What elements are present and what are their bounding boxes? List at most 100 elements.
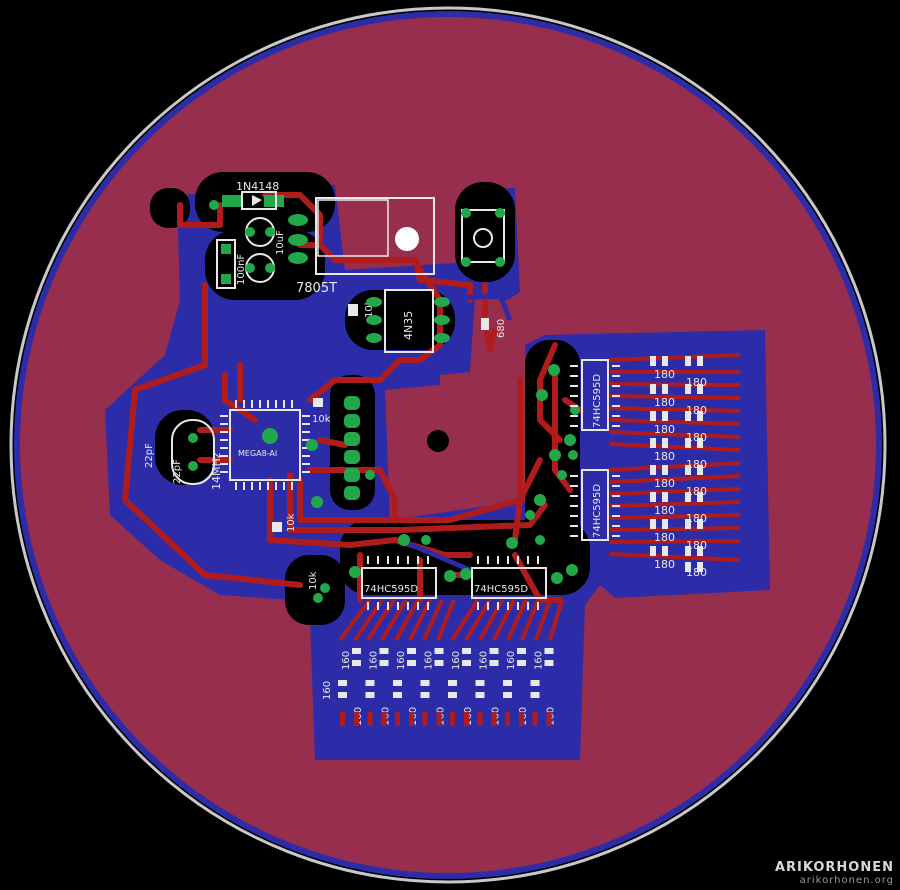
resistor-160-label: 160 bbox=[396, 651, 407, 670]
clearance-zones bbox=[105, 185, 770, 760]
resistor-160: 160 bbox=[369, 648, 389, 670]
resistor-180: 180 bbox=[650, 546, 675, 571]
cap-10uf: 10uF bbox=[245, 217, 286, 283]
resistor-10k-b-label: 10k bbox=[312, 414, 331, 425]
resistor-160: 160 bbox=[534, 648, 554, 670]
resistor-180-label: 180 bbox=[654, 368, 675, 381]
crystal-14mhz: 14MHz bbox=[171, 419, 223, 490]
pad-stub bbox=[395, 712, 400, 726]
pad-stub bbox=[505, 712, 510, 726]
watermark-name: ARIKORHONEN bbox=[774, 860, 894, 875]
cap-10uf-label: 10uF bbox=[275, 230, 286, 255]
isp-header bbox=[344, 396, 375, 500]
mounting-hole bbox=[427, 430, 449, 452]
regulator-7805t: 7805T bbox=[288, 197, 435, 296]
right-bank-traces bbox=[609, 353, 741, 562]
resistor-180: 180 bbox=[650, 411, 675, 436]
pad-stub bbox=[381, 712, 387, 726]
shift-register-2: 74HC595D bbox=[471, 556, 547, 610]
resistor-180 bbox=[685, 562, 703, 572]
shift-register-1: 74HC595D bbox=[361, 556, 437, 610]
opto-label: 4N35 bbox=[402, 311, 415, 340]
resistor-160: 160 bbox=[451, 648, 471, 670]
resistor-180-label: 180 bbox=[654, 450, 675, 463]
resistor-180: 180 bbox=[650, 492, 675, 517]
resistor-10k-c: 10k bbox=[272, 513, 297, 532]
shift-register-2-label: 74HC595D bbox=[474, 584, 528, 595]
board-edge bbox=[9, 6, 887, 884]
resistor-160: 160 bbox=[424, 648, 444, 670]
pad-stub bbox=[519, 712, 524, 726]
resistor-10k-a-label: 10k bbox=[364, 299, 375, 318]
resistor-180-label: 180 bbox=[654, 531, 675, 544]
resistor-160-label: 160 bbox=[322, 681, 333, 700]
right-resistor-bank: 1801801801801801801801801801801801801801… bbox=[650, 356, 707, 579]
resistor-180: 180 bbox=[650, 519, 675, 544]
resistor-160-label: 160 bbox=[479, 651, 490, 670]
pad-stub bbox=[409, 712, 414, 726]
diode-1n4148: 1N4148 bbox=[222, 180, 284, 210]
resistor-10k-d: 10k bbox=[308, 571, 330, 603]
resistor-10k-b: 10k bbox=[312, 398, 331, 425]
cap-22pf-a: 22pF bbox=[144, 443, 155, 468]
shift-register-3: 74HC595D bbox=[570, 359, 620, 431]
resistor-180-label: 180 bbox=[654, 504, 675, 517]
resistor-160-label: 160 bbox=[369, 651, 380, 670]
resistor-180: 180 bbox=[650, 356, 675, 381]
cap-100nf-label: 100nF bbox=[236, 254, 247, 285]
shift-register-4: 74HC595D bbox=[570, 469, 620, 541]
resistor-180-label: 180 bbox=[654, 396, 675, 409]
shift-register-1-label: 74HC595D bbox=[364, 584, 418, 595]
resistor-10k-a: 10k bbox=[348, 299, 375, 318]
cap-22pf-a-label: 22pF bbox=[144, 443, 155, 468]
opto-4n35: 4N35 bbox=[366, 289, 450, 353]
watermark-url: arikorhonen.org bbox=[799, 875, 894, 886]
bottom-resistor-bank: 1601601601601601601601601601601601601601… bbox=[322, 648, 557, 726]
vias bbox=[209, 200, 580, 584]
resistor-680-label: 680 bbox=[496, 319, 507, 338]
watermark: ARIKORHONEN arikorhonen.org bbox=[775, 860, 894, 886]
pad-stub bbox=[436, 712, 442, 726]
mcu-label: MEGA8-AI bbox=[238, 449, 277, 458]
bottom-traces bbox=[399, 292, 513, 573]
resistor-180-label: 180 bbox=[654, 477, 675, 490]
resistor-10k-c-label: 10k bbox=[286, 513, 297, 532]
mcu-mega8: MEGA8-AI bbox=[220, 400, 310, 490]
pad-stub bbox=[354, 712, 359, 726]
resistor-160: 160 bbox=[479, 648, 499, 670]
shift-register-3-label: 74HC595D bbox=[592, 374, 603, 428]
cap-22pf-b: 22pF bbox=[172, 459, 183, 484]
pad-stub bbox=[464, 712, 469, 726]
pad-stub bbox=[450, 712, 455, 726]
pad-stub bbox=[491, 712, 497, 726]
resistor-180: 180 bbox=[650, 438, 675, 463]
cap-22pf-b-label: 22pF bbox=[172, 459, 183, 484]
pad-stub bbox=[340, 712, 345, 726]
resistor-160: 160 bbox=[341, 648, 361, 670]
resistor-180-label: 180 bbox=[654, 423, 675, 436]
resistor-160-label: 160 bbox=[534, 651, 545, 670]
resistor-160-label: 160 bbox=[506, 651, 517, 670]
resistor-160-label: 160 bbox=[424, 651, 435, 670]
resistor-180: 180 bbox=[650, 465, 675, 490]
pad-stub bbox=[532, 712, 538, 726]
cap-100nf: 100nF bbox=[216, 239, 247, 289]
reset-switch bbox=[461, 208, 505, 267]
diode-label: 1N4148 bbox=[236, 180, 279, 193]
pad-stub bbox=[422, 712, 428, 726]
resistor-180: 180 bbox=[650, 384, 675, 409]
resistor-160-label: 160 bbox=[451, 651, 462, 670]
resistor-180-label: 180 bbox=[654, 558, 675, 571]
regulator-label: 7805T bbox=[296, 281, 337, 296]
crystal-label: 14MHz bbox=[210, 452, 223, 490]
top-traces bbox=[122, 192, 583, 603]
pad-stub bbox=[477, 712, 483, 726]
resistor-10k-d-label: 10k bbox=[308, 571, 319, 590]
pad-stub bbox=[546, 712, 552, 726]
shift-register-4-label: 74HC595D bbox=[592, 484, 603, 538]
resistor-160: 160 bbox=[506, 648, 526, 670]
pad-stub bbox=[367, 712, 373, 726]
resistor-680: 680 bbox=[481, 318, 507, 338]
resistor-160-label: 160 bbox=[341, 651, 352, 670]
